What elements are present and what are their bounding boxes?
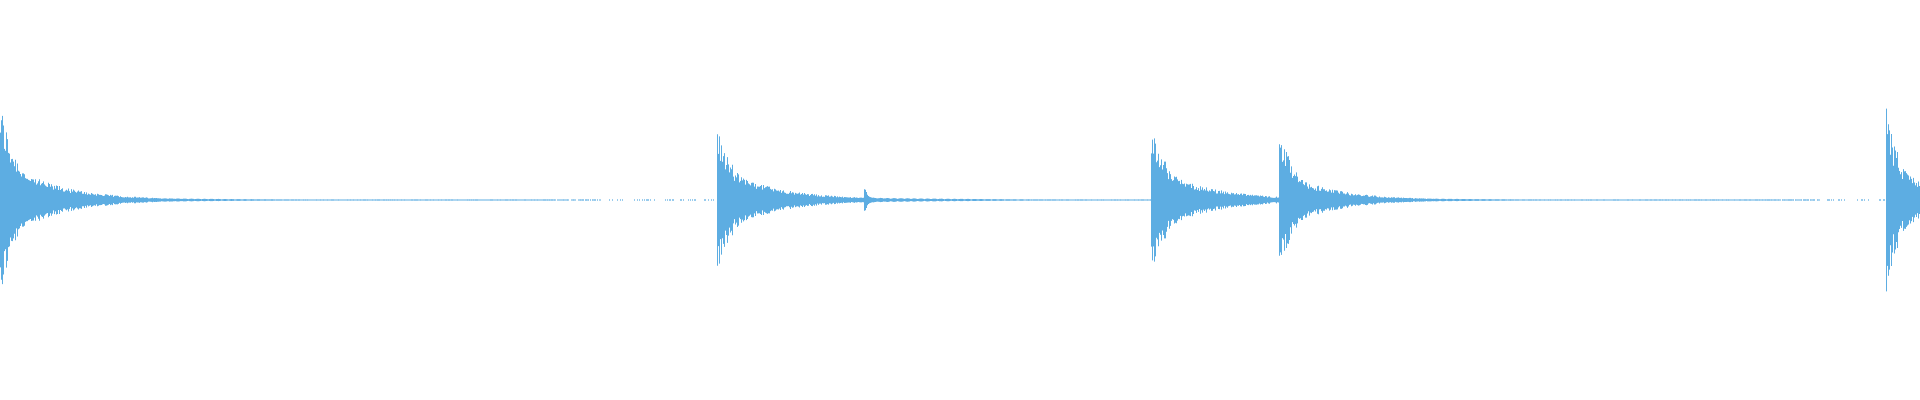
waveform-plot <box>0 108 1920 292</box>
